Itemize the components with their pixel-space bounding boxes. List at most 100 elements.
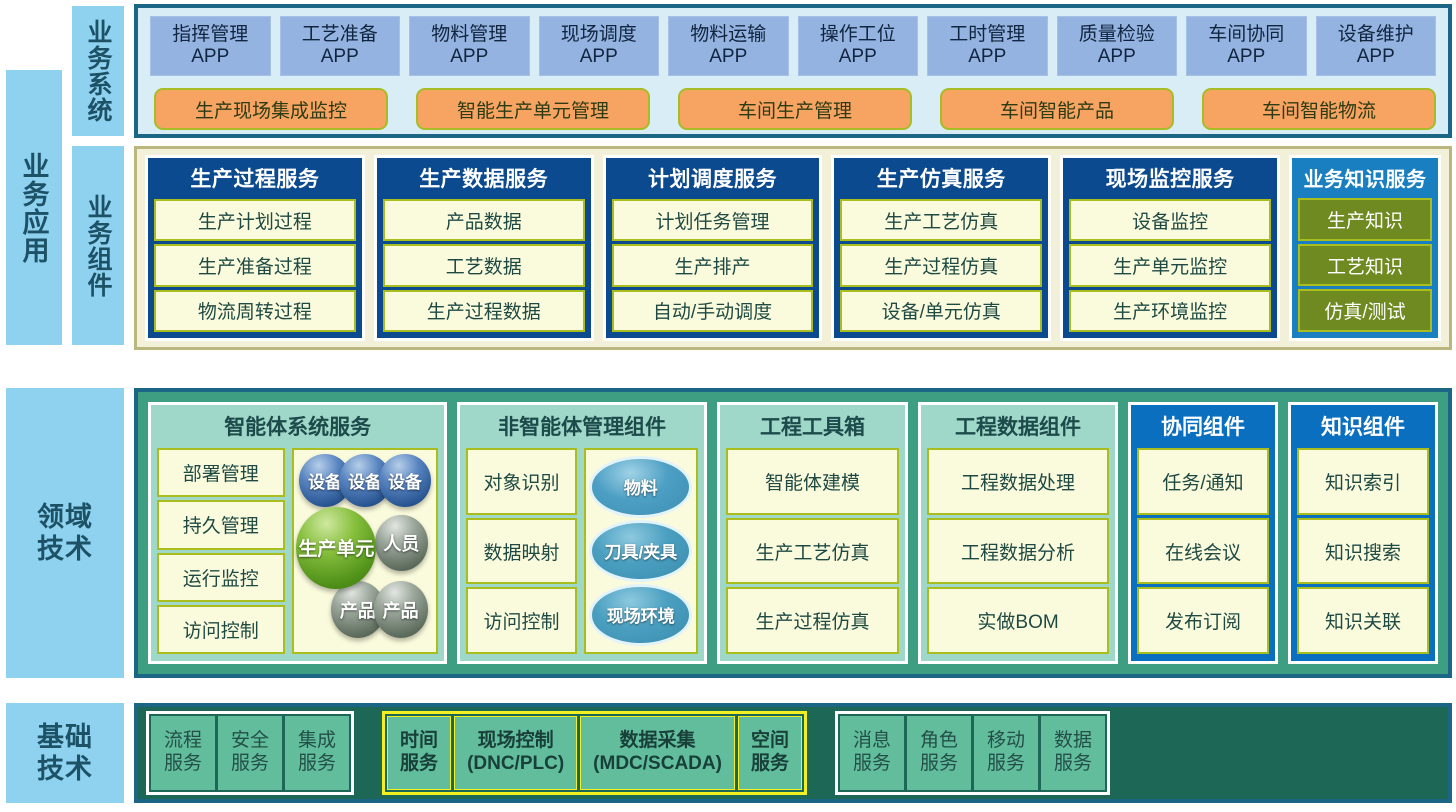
agent-system-service-item[interactable]: 持久管理 [157, 500, 285, 550]
non-agent-management-item[interactable]: 访问控制 [466, 587, 577, 655]
system-box[interactable]: 车间生产管理 [678, 88, 912, 130]
domain-technology-band: 智能体系统服务 部署管理持久管理运行监控访问控制 设备设备设备生产单元人员产品产… [134, 388, 1452, 678]
service-card-title: 生产仿真服务 [876, 168, 1006, 191]
rail-label-business-component: 业务组件 [72, 146, 124, 345]
base-item-line2: 服务 [231, 753, 270, 774]
base-group-right: 消息服务角色服务移动服务数据服务 [834, 711, 1111, 795]
service-item[interactable]: 生产计划过程 [154, 199, 356, 242]
agent-sphere-blue[interactable]: 设备 [339, 454, 391, 507]
base-item-line1: 角色 [919, 730, 958, 752]
app-label-line1: 设备维护 [1337, 23, 1414, 45]
agent-system-service-item[interactable]: 访问控制 [157, 604, 285, 654]
service-item[interactable]: 产品数据 [382, 199, 585, 242]
service-item[interactable]: 生产排产 [611, 244, 814, 287]
collaboration-item[interactable]: 在线会议 [1136, 517, 1269, 585]
engineering-data-item[interactable]: 工程数据分析 [927, 517, 1109, 585]
app-label-line2: APP [709, 46, 748, 67]
service-item[interactable]: 计划任务管理 [611, 199, 814, 242]
engineering-data-items: 工程数据处理工程数据分析实做BOM [927, 448, 1109, 655]
system-box[interactable]: 生产现场集成监控 [154, 88, 388, 130]
agent-system-service-item[interactable]: 部署管理 [157, 448, 285, 498]
service-card-items: 产品数据工艺数据生产过程数据 [382, 199, 585, 332]
knowledge-component-item[interactable]: 知识关联 [1296, 587, 1429, 655]
service-item[interactable]: 设备监控 [1069, 199, 1271, 242]
base-service-item[interactable]: 数据服务 [1041, 716, 1106, 790]
agent-sphere-gray[interactable]: 产品 [373, 581, 428, 638]
service-item[interactable]: 生产过程仿真 [840, 244, 1043, 287]
collaboration-items: 任务/通知在线会议发布订阅 [1136, 448, 1269, 655]
engineering-toolbox-item[interactable]: 生产过程仿真 [725, 587, 900, 655]
non-agent-management-item[interactable]: 对象识别 [466, 448, 577, 515]
service-item[interactable]: 工艺数据 [382, 244, 585, 287]
knowledge-service-item[interactable]: 仿真/测试 [1297, 289, 1432, 333]
card-title-collaboration: 协同组件 [1160, 416, 1245, 439]
base-item-line2: (DNC/PLC) [467, 753, 565, 774]
base-group-left: 流程服务安全服务集成服务 [146, 711, 355, 795]
system-box[interactable]: 车间智能产品 [940, 88, 1174, 130]
base-service-item[interactable]: 角色服务 [906, 716, 971, 790]
rail-text-base-technology: 基础 技术 [37, 721, 93, 784]
base-highlight-item[interactable]: 时间服务 [387, 716, 452, 790]
service-item[interactable]: 自动/手动调度 [611, 289, 814, 332]
system-box[interactable]: 智能生产单元管理 [416, 88, 650, 130]
engineering-toolbox-item[interactable]: 智能体建模 [725, 448, 900, 515]
engineering-data-item[interactable]: 工程数据处理 [927, 448, 1109, 515]
knowledge-component-item[interactable]: 知识搜索 [1296, 517, 1429, 585]
service-item[interactable]: 生产过程数据 [382, 289, 585, 332]
agent-sphere-green[interactable]: 生产单元 [296, 506, 377, 590]
engineering-data-item[interactable]: 实做BOM [927, 587, 1109, 655]
agent-system-service-item[interactable]: 运行监控 [157, 552, 285, 602]
business-component-band: 生产过程服务生产计划过程生产准备过程物流周转过程生产数据服务产品数据工艺数据生产… [134, 146, 1452, 350]
system-box[interactable]: 车间智能物流 [1202, 88, 1436, 130]
base-service-item[interactable]: 集成服务 [285, 716, 350, 790]
service-item[interactable]: 生产单元监控 [1069, 244, 1271, 287]
base-highlight-item[interactable]: 现场控制(DNC/PLC) [454, 716, 578, 790]
base-service-item[interactable]: 移动服务 [973, 716, 1038, 790]
base-highlight-item[interactable]: 空间服务 [737, 716, 802, 790]
base-item-line2: 服务 [919, 753, 958, 774]
service-item[interactable]: 生产工艺仿真 [840, 199, 1043, 242]
base-item-line2: 服务 [400, 753, 439, 774]
card-non-agent-management: 非智能体管理组件 对象识别数据映射访问控制 物料刀具/夹具现场环境 [457, 402, 707, 664]
non-agent-ellipse[interactable]: 现场环境 [589, 584, 693, 646]
base-item-line1: 消息 [852, 730, 891, 752]
service-item[interactable]: 物流周转过程 [154, 289, 356, 332]
base-item-line1: 数据采集 [619, 730, 696, 752]
knowledge-service-item[interactable]: 生产知识 [1297, 198, 1432, 241]
rail-label-business-system: 业务系统 [72, 6, 124, 136]
base-item-line1: 时间 [400, 730, 439, 752]
agent-sphere-gray[interactable]: 人员 [374, 514, 428, 572]
base-service-item[interactable]: 安全服务 [218, 716, 283, 790]
non-agent-management-item[interactable]: 数据映射 [466, 517, 577, 585]
knowledge-service-item[interactable]: 工艺知识 [1297, 243, 1432, 287]
agent-sphere-blue[interactable]: 设备 [379, 454, 431, 507]
service-item[interactable]: 设备/单元仿真 [840, 289, 1043, 332]
knowledge-component-item[interactable]: 知识索引 [1296, 448, 1429, 515]
base-service-item[interactable]: 流程服务 [151, 716, 216, 790]
collaboration-item[interactable]: 任务/通知 [1136, 448, 1269, 515]
base-item-line2: 服务 [986, 753, 1025, 774]
collaboration-item[interactable]: 发布订阅 [1136, 587, 1269, 655]
service-item[interactable]: 生产环境监控 [1069, 289, 1271, 332]
base-service-item[interactable]: 消息服务 [839, 716, 904, 790]
card-collaboration: 协同组件 任务/通知在线会议发布订阅 [1127, 402, 1278, 664]
non-agent-ellipse[interactable]: 刀具/夹具 [589, 520, 693, 582]
agent-sphere-panel: 设备设备设备生产单元人员产品产品 [291, 448, 439, 654]
base-highlight-item[interactable]: 数据采集(MDC/SCADA) [580, 716, 735, 790]
service-item[interactable]: 生产准备过程 [154, 244, 356, 287]
engineering-toolbox-item[interactable]: 生产工艺仿真 [725, 517, 900, 585]
non-agent-ellipse[interactable]: 物料 [589, 456, 693, 518]
service-card: 生产过程服务生产计划过程生产准备过程物流周转过程 [145, 155, 365, 341]
